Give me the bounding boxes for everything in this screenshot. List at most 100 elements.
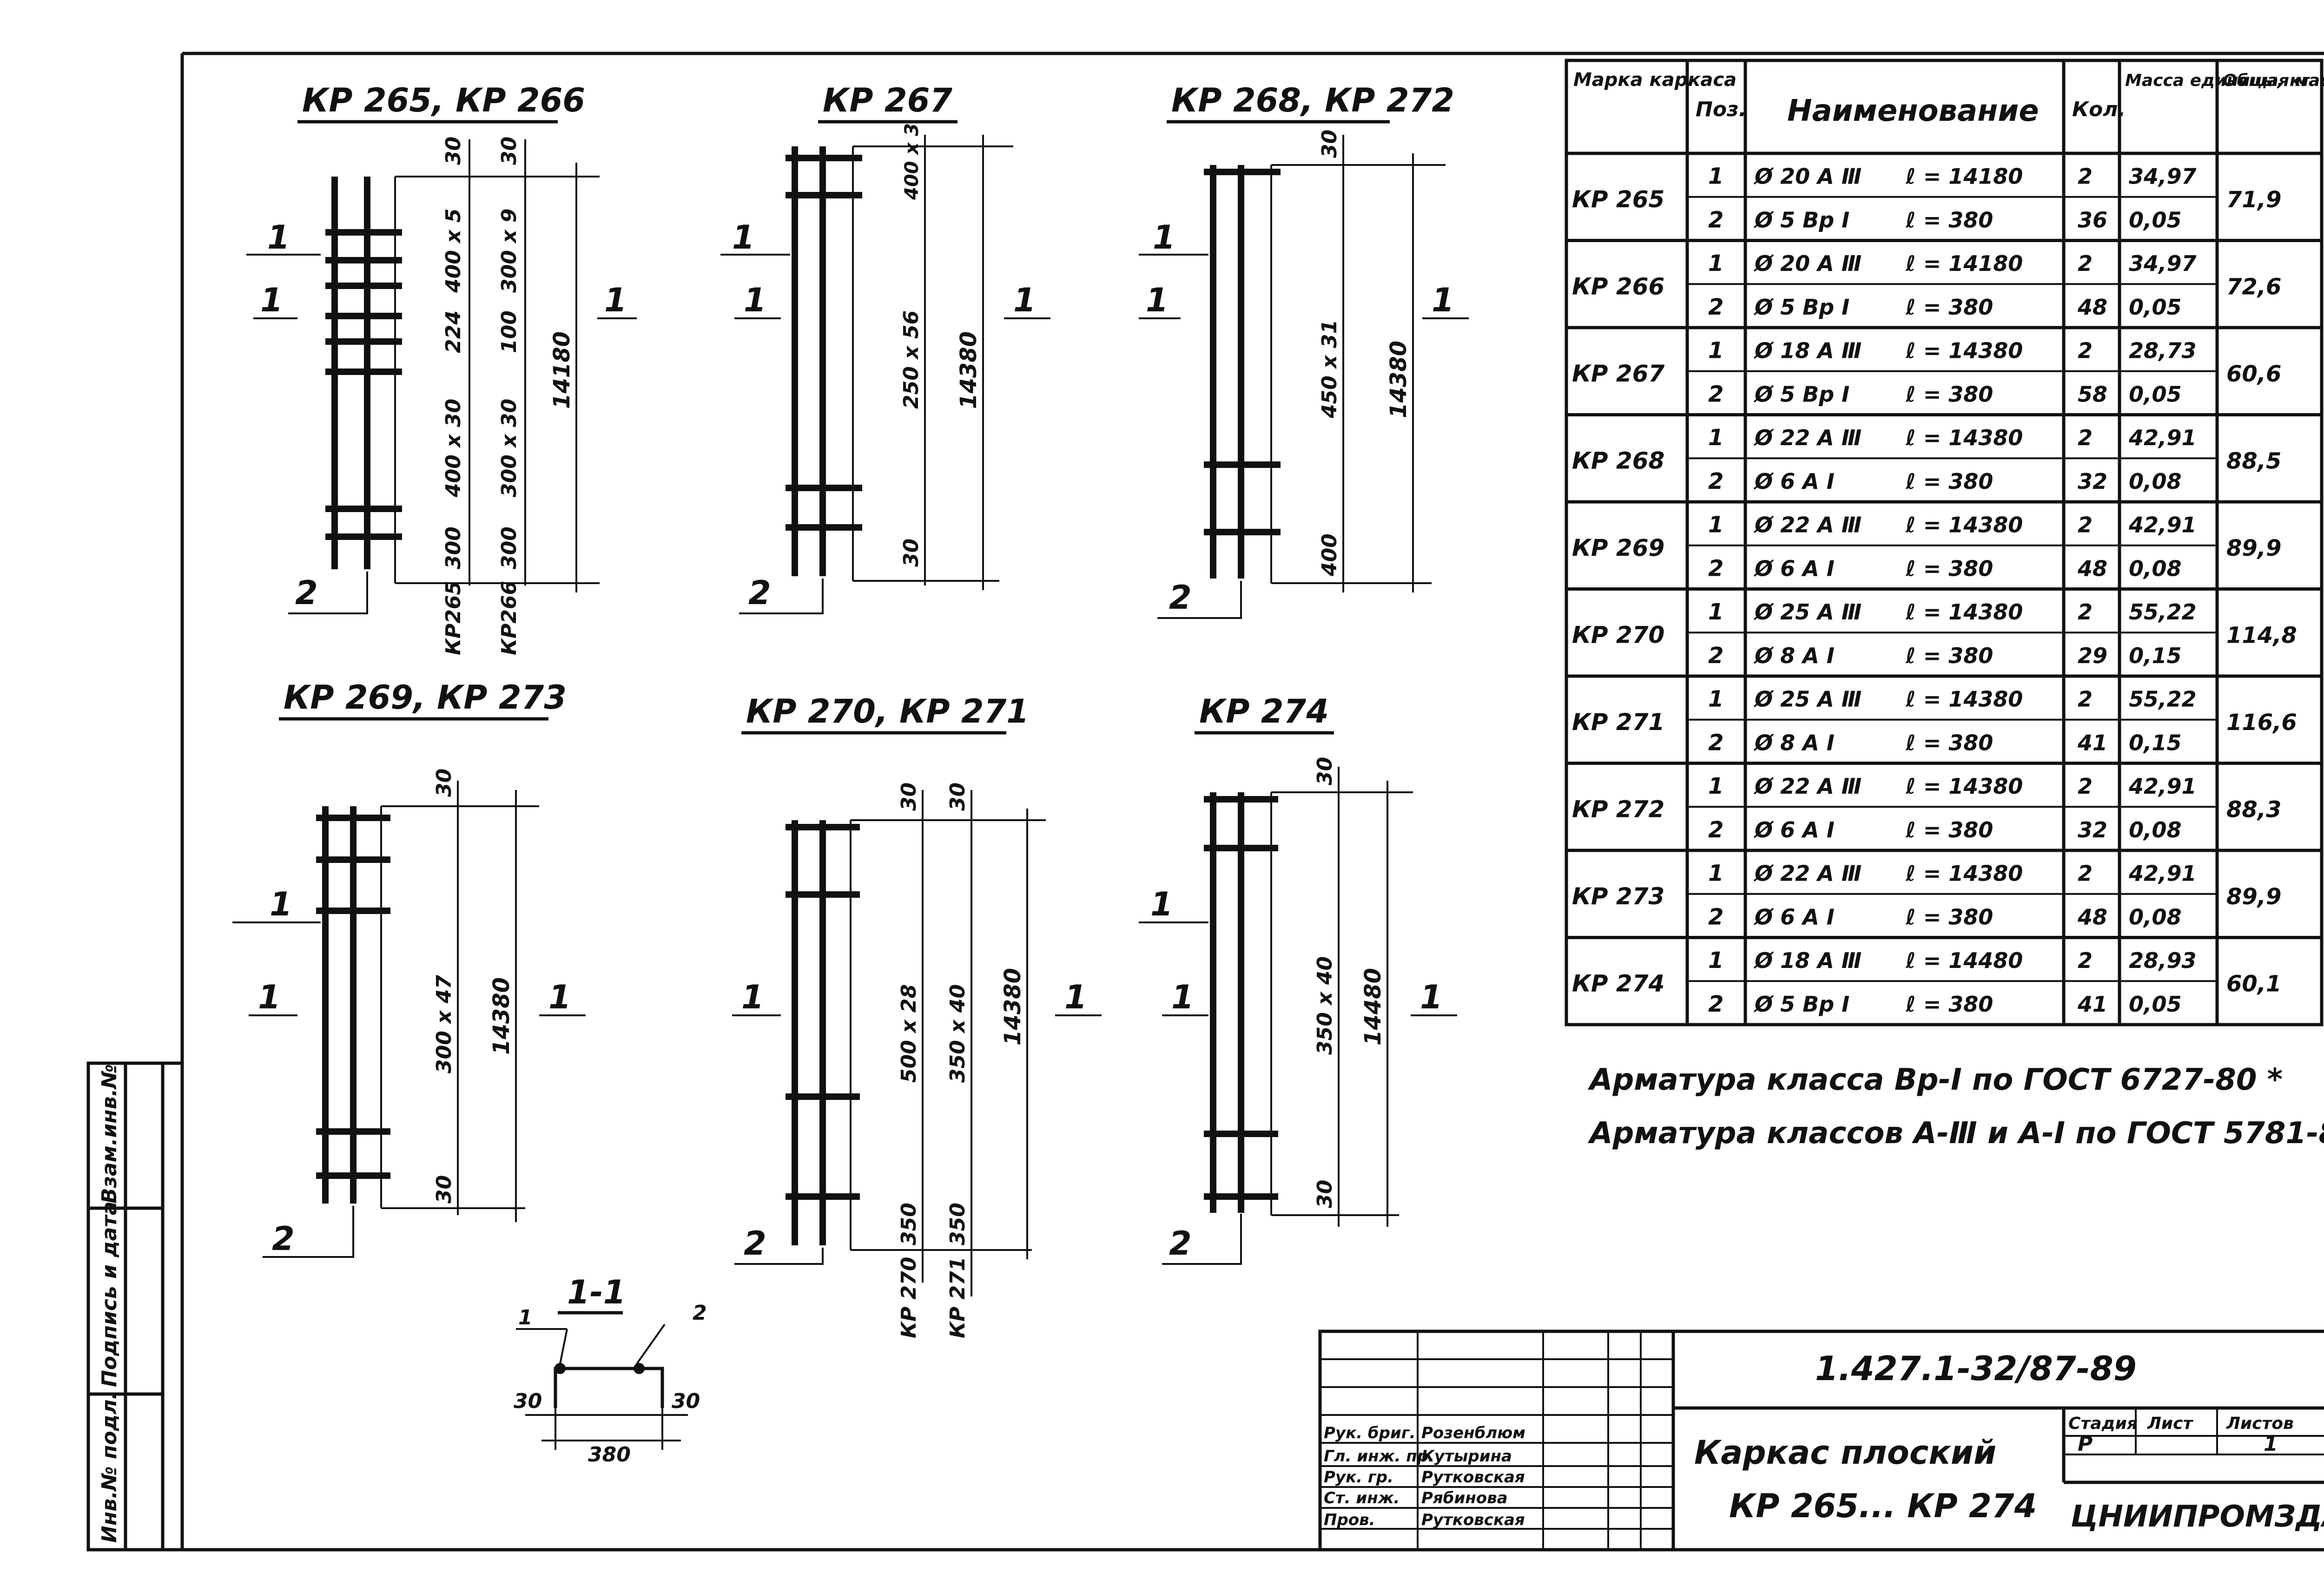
frame-drawing-kr270-kr271: КР 270, КР 271 30 30 500 x 28 350 x 40 3… xyxy=(732,692,1102,1338)
cell-unit-mass: 0,08 xyxy=(2129,556,2182,581)
cell-quantity: 41 xyxy=(2077,992,2107,1017)
stage-label: Стадия xyxy=(2068,1414,2138,1433)
stamp-replace-label: Взам.инв.№ xyxy=(98,1064,121,1204)
role-title: Пров. xyxy=(1324,1511,1375,1529)
header-mark-text: Марка каркаса xyxy=(1573,69,1736,91)
dim-spacing: 350 x 40 xyxy=(1313,956,1337,1055)
cell-total-mass: 72,6 xyxy=(2226,274,2281,300)
bar-dot xyxy=(634,1363,645,1374)
cell-bar-diameter: Ø 5 Вр I xyxy=(1753,382,1849,407)
cell-bar-length: ℓ = 14380 xyxy=(1905,774,2023,799)
cell-quantity: 2 xyxy=(2078,687,2093,712)
cell-unit-mass: 42,91 xyxy=(2128,425,2197,450)
role-title: Ст. инж. xyxy=(1324,1489,1400,1507)
cell-total-mass: 88,5 xyxy=(2226,448,2281,474)
dim-spacing: 400 x 5 xyxy=(442,209,465,293)
frame-drawing-kr267: КР 267 400 x 3 250 x 56 30 14380 1 1 1 2 xyxy=(720,81,1050,614)
stamp-inv-label: Инв.№ подл. xyxy=(98,1392,121,1543)
cell-position: 2 xyxy=(1708,294,1723,320)
dim-end: 30 xyxy=(1313,1180,1337,1208)
dim-end: 30 xyxy=(946,783,970,811)
cell-unit-mass: 55,22 xyxy=(2129,599,2197,625)
cell-frame-mark: КР 270 xyxy=(1572,621,1664,648)
dim-spacing: 500 x 28 xyxy=(897,984,921,1083)
dim-end: 30 xyxy=(897,783,921,811)
note-line: Арматура классов А-Ⅲ и А-I по ГОСТ 5781-… xyxy=(1587,1116,2324,1151)
section-mark: 1 xyxy=(260,281,283,319)
cell-total-mass: 71,9 xyxy=(2226,187,2281,213)
dim-spacing: 400 x 3 xyxy=(901,123,923,200)
dim-end: 300 xyxy=(442,526,465,569)
position-mark: 2 xyxy=(1169,579,1192,617)
cell-quantity: 2 xyxy=(2078,774,2093,799)
cell-unit-mass: 0,08 xyxy=(2129,904,2182,929)
drawing-title: КР 265, КР 266 xyxy=(302,81,585,119)
dim-length: 14480 xyxy=(1360,968,1386,1046)
role-person: Рутковская xyxy=(1421,1468,1525,1487)
section-1-1: 1-1 1 2 30 30 380 xyxy=(514,1273,707,1467)
drawing-title: КР 268, КР 272 xyxy=(1171,81,1454,119)
cell-position: 1 xyxy=(1708,338,1723,364)
cell-bar-diameter: Ø 6 А I xyxy=(1753,556,1835,581)
cell-bar-diameter: Ø 20 А Ⅲ xyxy=(1753,251,1862,276)
dim-length: 14180 xyxy=(549,331,575,409)
frame-drawing-kr269-kr273: КР 269, КР 273 30 300 x 47 30 14380 1 1 … xyxy=(232,678,586,1258)
cell-unit-mass: 0,05 xyxy=(2129,992,2182,1017)
cell-bar-length: ℓ = 380 xyxy=(1905,556,1993,581)
cell-frame-mark: КР 273 xyxy=(1572,883,1664,910)
cell-bar-diameter: Ø 22 А Ⅲ xyxy=(1753,513,1862,538)
cell-unit-mass: 0,15 xyxy=(2129,730,2182,755)
dim-spacing: 450 x 31 xyxy=(1318,320,1341,419)
title-block: 1.427.1-32/87-89 Каркас плоский КР 265..… xyxy=(1318,1329,2324,1552)
dim-end: 30 xyxy=(442,137,465,165)
cell-position: 2 xyxy=(1708,555,1723,581)
cell-bar-length: ℓ = 14380 xyxy=(1905,513,2023,538)
cell-total-mass: 88,3 xyxy=(2226,796,2281,822)
cell-unit-mass: 55,22 xyxy=(2129,687,2197,712)
section-title: 1-1 xyxy=(567,1273,626,1311)
dim-length: 14380 xyxy=(1000,968,1026,1046)
section-mark: 1 xyxy=(732,218,755,257)
organization-name: ЦНИИПРОМЗДАНИЙ xyxy=(2071,1499,2324,1534)
cell-position: 2 xyxy=(1708,991,1723,1017)
dim-length: 14380 xyxy=(1386,341,1412,418)
cell-quantity: 48 xyxy=(2077,556,2107,581)
cell-bar-diameter: Ø 22 А Ⅲ xyxy=(1753,774,1862,799)
sheet-label: Лист xyxy=(2147,1414,2193,1433)
cell-position: 1 xyxy=(1708,425,1723,451)
cell-frame-mark: КР 274 xyxy=(1572,970,1664,997)
cell-frame-mark: КР 272 xyxy=(1572,796,1664,822)
cell-position: 2 xyxy=(1708,381,1723,407)
dim-end: 30 xyxy=(497,137,521,165)
frame-drawing-kr274: КР 274 30 350 x 40 30 14480 1 1 1 2 xyxy=(1139,692,1457,1265)
section-mark: 1 xyxy=(1171,978,1194,1016)
position-mark: 2 xyxy=(1169,1224,1192,1263)
cell-bar-length: ℓ = 14380 xyxy=(1905,599,2023,625)
section-mark: 1 xyxy=(1153,218,1175,257)
cell-unit-mass: 0,05 xyxy=(2129,207,2182,232)
position-mark: 1 xyxy=(518,1306,533,1329)
dim-spacing: 250 x 56 xyxy=(899,310,923,409)
cell-bar-length: ℓ = 14180 xyxy=(1905,164,2023,189)
frame-drawing-kr268-kr272: КР 268, КР 272 30 450 x 31 400 14380 1 1… xyxy=(1139,81,1469,619)
dim-spacing: 300 x 9 xyxy=(497,209,521,293)
dim-end: 350 xyxy=(897,1203,921,1245)
dim-end: 30 xyxy=(899,539,923,567)
section-mark: 1 xyxy=(1013,281,1036,319)
cell-quantity: 48 xyxy=(2077,904,2107,929)
section-mark: 1 xyxy=(1064,978,1087,1016)
cell-unit-mass: 0,05 xyxy=(2129,295,2182,320)
sheets-label: Листов xyxy=(2226,1414,2294,1433)
dim-spacing: 400 x 30 xyxy=(442,399,465,498)
role-person: Кутырина xyxy=(1421,1447,1512,1466)
cell-total-mass: 89,9 xyxy=(2226,535,2281,561)
cell-bar-length: ℓ = 380 xyxy=(1905,992,1993,1017)
frame-drawing-kr265-kr266: КР 265, КР 266 30 30 400 x 5 300 x 9 224… xyxy=(246,81,637,655)
cell-unit-mass: 0,08 xyxy=(2129,817,2182,842)
note-line: Арматура класса Вр-I по ГОСТ 6727-80 * xyxy=(1587,1063,2283,1097)
cell-bar-diameter: Ø 25 А Ⅲ xyxy=(1753,687,1862,712)
cell-bar-length: ℓ = 14480 xyxy=(1905,948,2023,973)
cell-bar-length: ℓ = 380 xyxy=(1905,382,1993,407)
cell-bar-length: ℓ = 380 xyxy=(1905,643,1993,668)
position-mark: 2 xyxy=(693,1301,707,1325)
